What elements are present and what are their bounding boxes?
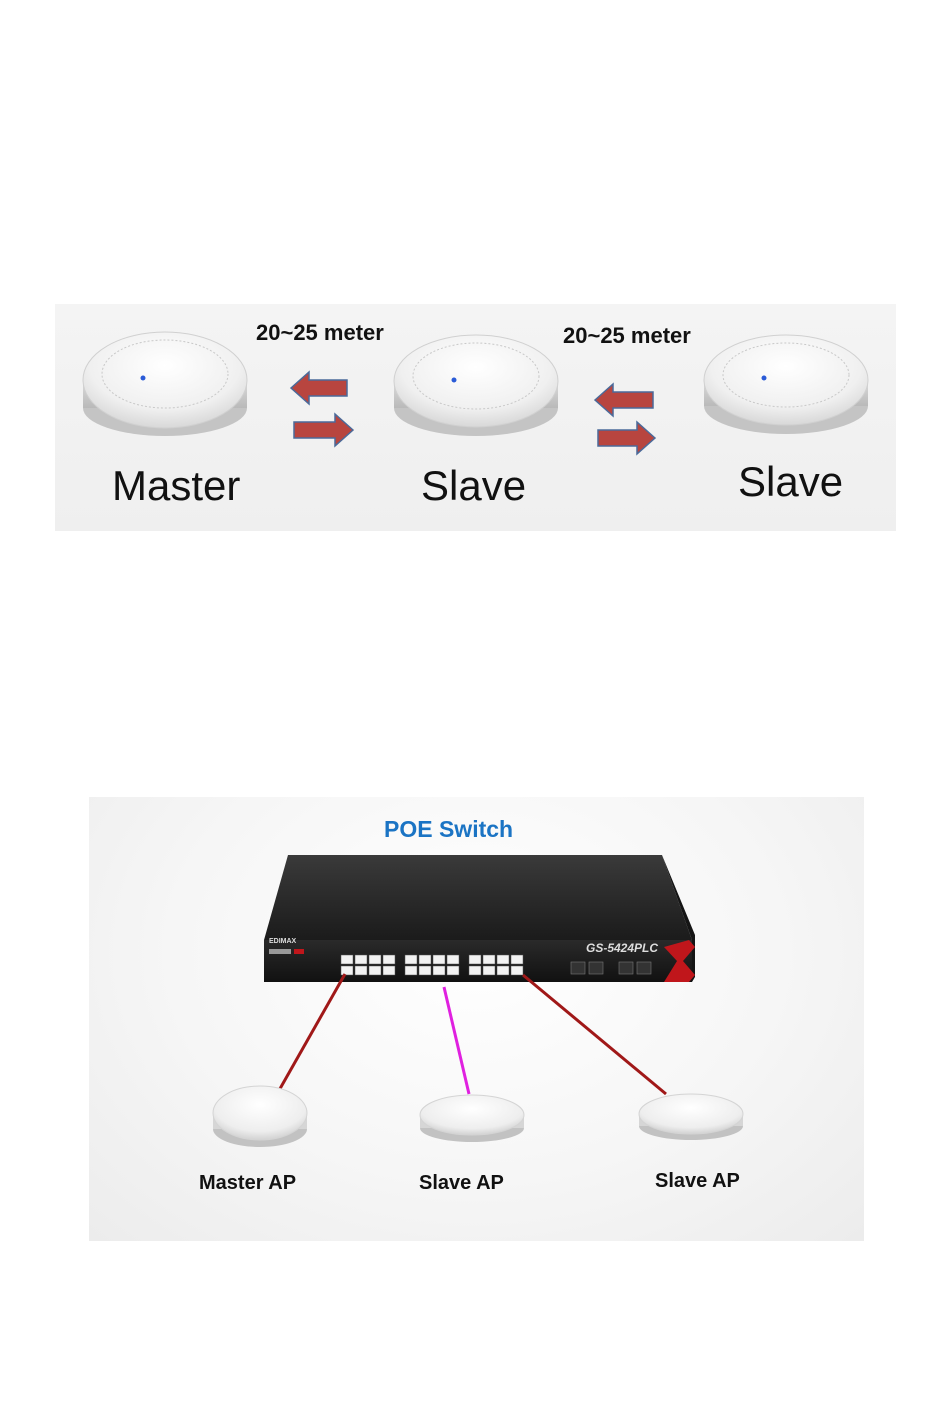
ethernet-cable bbox=[277, 974, 345, 1094]
ethernet-cable bbox=[444, 987, 469, 1094]
poe-switch-icon bbox=[264, 855, 695, 982]
mesh-diagram-panel: 20~25 meter 20~25 meter Master Slave Sla… bbox=[55, 304, 896, 531]
bidirectional-arrows-icon bbox=[595, 384, 655, 454]
node-label-slave: Slave bbox=[738, 458, 843, 506]
switch-model-label: GS-5424PLC bbox=[586, 941, 658, 955]
access-point-master-icon bbox=[213, 1086, 307, 1147]
ap-label-master: Master AP bbox=[199, 1172, 296, 1195]
node-label-master: Master bbox=[112, 462, 240, 510]
node-label-slave: Slave bbox=[421, 462, 526, 510]
ethernet-cable bbox=[523, 975, 666, 1094]
access-point-slave-icon bbox=[704, 335, 868, 434]
access-point-slave-icon bbox=[420, 1095, 524, 1142]
ap-label-slave: Slave AP bbox=[655, 1170, 740, 1193]
access-point-slave-icon bbox=[394, 335, 558, 436]
ap-label-slave: Slave AP bbox=[419, 1172, 504, 1195]
access-point-master-icon bbox=[83, 332, 247, 436]
access-point-slave-icon bbox=[639, 1094, 743, 1140]
link-distance-label: 20~25 meter bbox=[256, 320, 384, 346]
poe-diagram-panel: POE Switch bbox=[89, 797, 864, 1241]
link-distance-label: 20~25 meter bbox=[563, 323, 691, 349]
switch-brand-label: EDIMAX bbox=[269, 938, 296, 945]
bidirectional-arrows-icon bbox=[291, 372, 353, 446]
